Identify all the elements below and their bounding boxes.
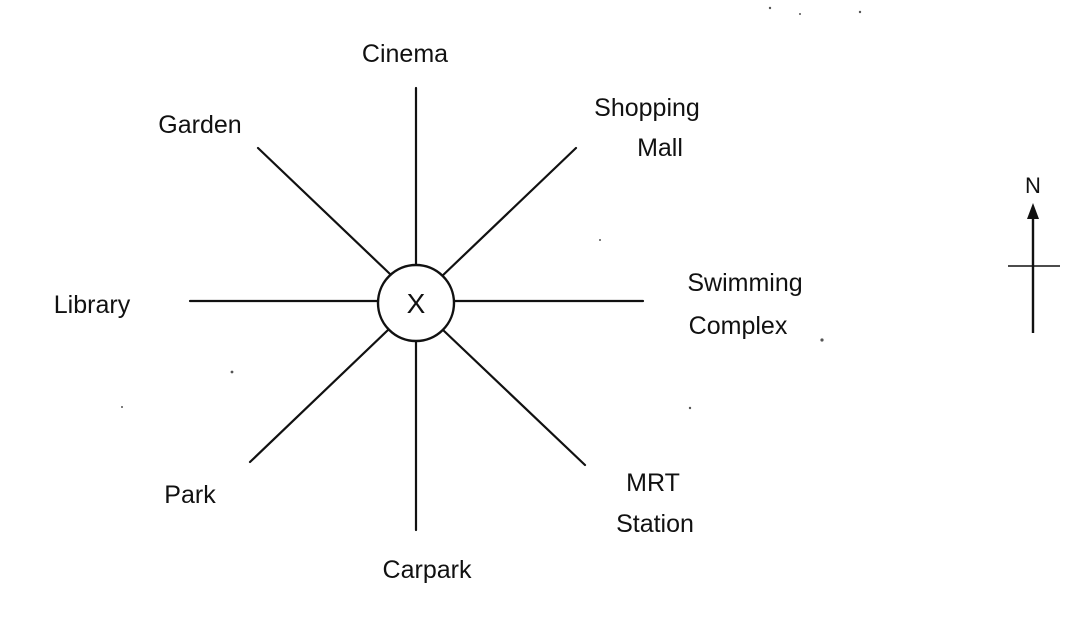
label-northwest: Garden	[158, 111, 241, 139]
label-north: Cinema	[362, 40, 448, 68]
center-circle	[376, 263, 456, 343]
label-northeast-line2: Mall	[637, 134, 683, 162]
ray-southeast	[441, 328, 587, 467]
scan-specks	[121, 6, 862, 410]
ray-southwest	[248, 328, 390, 464]
label-southwest: Park	[164, 481, 216, 509]
label-northeast-line1: Shopping	[594, 94, 700, 122]
center-label: X	[407, 288, 426, 319]
label-southeast-line2: Station	[616, 510, 694, 538]
ray-northeast	[438, 146, 578, 280]
label-west: Library	[54, 291, 131, 319]
compass-north-label: N	[1025, 173, 1041, 198]
label-east-line2: Complex	[689, 312, 788, 340]
compass-arrow-icon	[1027, 203, 1039, 219]
label-east-line1: Swimming	[687, 269, 802, 297]
label-southeast-line1: MRT	[626, 469, 680, 497]
compass: N	[1008, 173, 1060, 333]
label-south: Carpark	[383, 556, 472, 584]
ray-northwest	[256, 146, 392, 276]
